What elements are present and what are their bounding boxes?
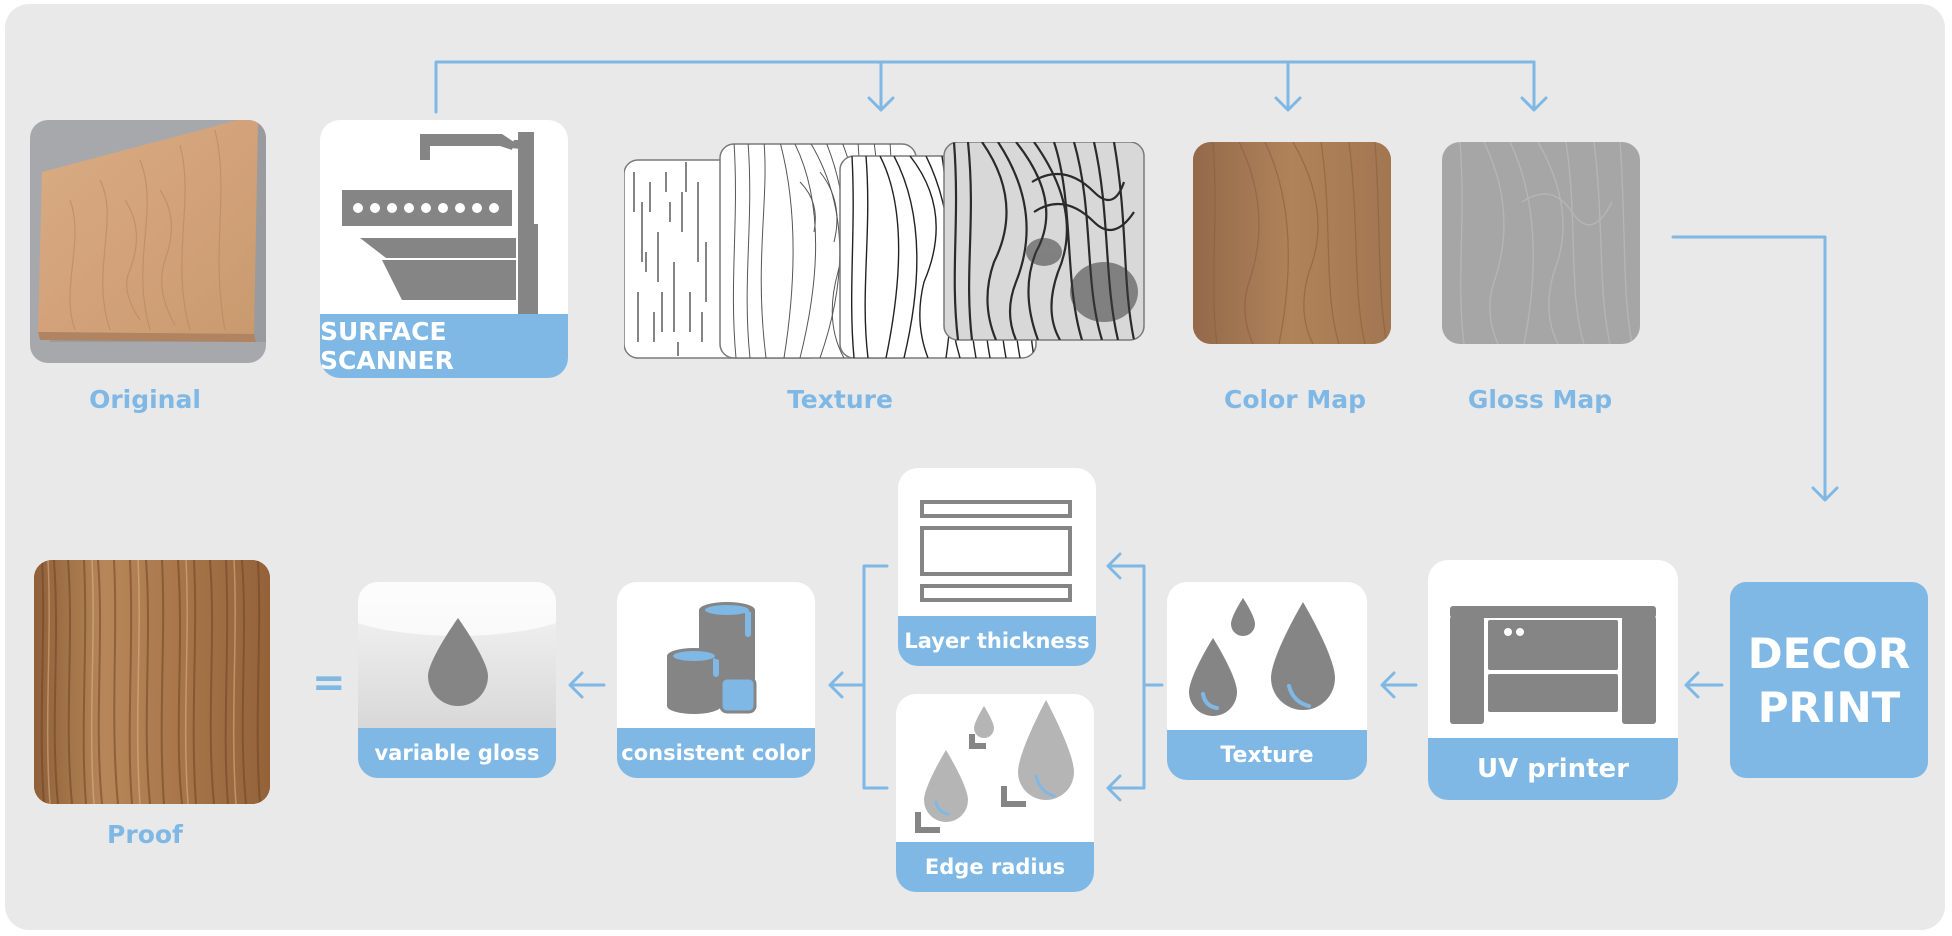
caption-gloss-map: Gloss Map: [1467, 385, 1613, 414]
layer-thickness-label: Layer thickness: [898, 616, 1096, 666]
surface-scanner-card: SURFACE SCANNER: [320, 120, 568, 378]
texture-card-label: Texture: [1167, 730, 1367, 780]
layer-thickness-card: Layer thickness: [898, 468, 1096, 666]
caption-original: Original: [89, 385, 201, 414]
decor-print-line-2: PRINT: [1757, 683, 1901, 732]
surface-scanner-label: SURFACE SCANNER: [320, 314, 568, 378]
caption-color-map: Color Map: [1224, 385, 1366, 414]
scanner-icon: [342, 132, 538, 378]
proof-image: [34, 560, 270, 804]
arrow-to-consistent-color: [828, 671, 866, 699]
edge-radius-card: Edge radius: [896, 694, 1094, 892]
arrow-to-gloss-map: [1520, 60, 1548, 112]
proof-wood-grain: [34, 560, 270, 804]
arrow-to-texture-card: [1380, 671, 1418, 699]
variable-gloss-label: variable gloss: [358, 728, 556, 778]
color-map-grain: [1193, 142, 1391, 344]
texture-maps-group: [623, 141, 1148, 360]
merge-bracket: [862, 564, 889, 790]
top-connector-line: [434, 60, 1536, 114]
layers-icon: [920, 500, 1072, 602]
variable-gloss-card: variable gloss: [358, 582, 556, 778]
arrow-to-decor-print: [1671, 235, 1839, 502]
edge-radius-label: Edge radius: [896, 842, 1094, 892]
decor-print-card: DECOR PRINT: [1730, 582, 1928, 778]
decor-print-line-1: DECOR: [1747, 629, 1911, 678]
original-image: [30, 120, 266, 363]
arrow-to-edge-radius: [1106, 683, 1146, 802]
arrow-to-texture: [867, 60, 895, 112]
gloss-map-grain: [1459, 142, 1633, 344]
gloss-map-swatch: [1442, 142, 1640, 344]
arrow-to-layer-thickness: [1106, 552, 1164, 687]
wood-plank-illustration: [38, 120, 266, 342]
edge-droplets-icon: [915, 700, 1074, 833]
gloss-drop-icon: [358, 582, 556, 706]
consistent-color-label: consistent color: [617, 728, 815, 778]
texture-maps-illustration: [623, 141, 1145, 359]
consistent-color-card: consistent color: [617, 582, 815, 778]
texture-card: Texture: [1167, 582, 1367, 780]
caption-texture: Texture: [787, 385, 893, 414]
droplets-icon: [1189, 598, 1335, 716]
printer-icon: [1450, 606, 1656, 724]
paint-cans-icon: [667, 602, 757, 714]
uv-printer-label: UV printer: [1428, 738, 1678, 800]
arrow-to-uv-printer: [1684, 671, 1724, 699]
equals-sign: =: [312, 660, 346, 706]
arrow-to-color-map: [1274, 60, 1302, 112]
caption-proof: Proof: [107, 820, 183, 849]
uv-printer-card: UV printer: [1428, 560, 1678, 800]
color-map-swatch: [1193, 142, 1391, 344]
arrow-to-variable-gloss: [568, 671, 606, 699]
